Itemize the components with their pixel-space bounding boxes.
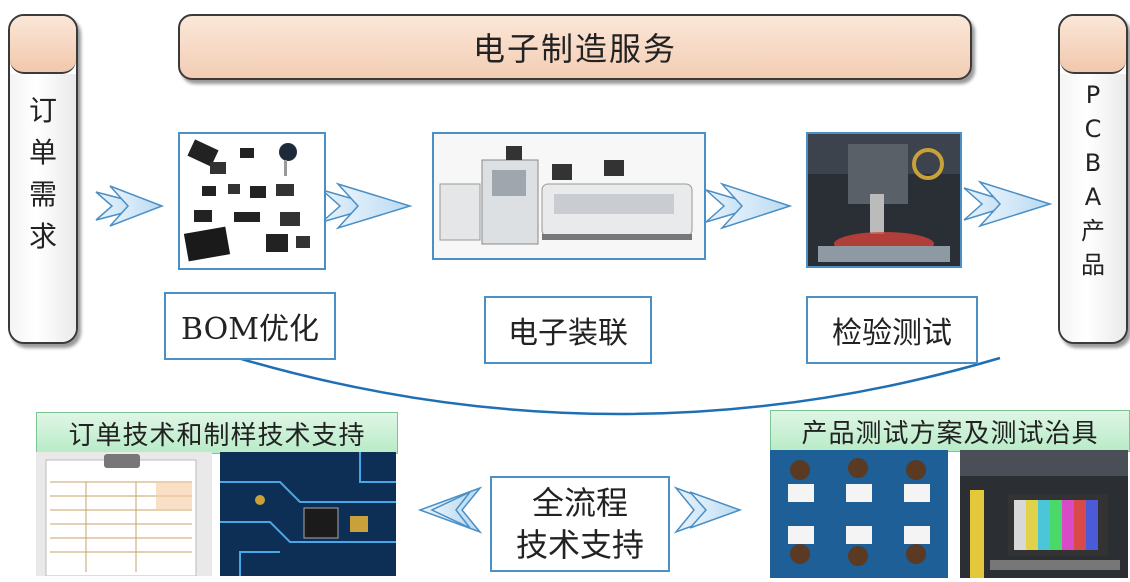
- circuit-icon: [220, 452, 396, 576]
- bottom-left-title: 订单技术和制样技术支持: [68, 420, 366, 451]
- pillar-cap: [1060, 16, 1126, 74]
- stage-label-testing: 检验测试: [806, 296, 978, 364]
- pillar-char: A: [1084, 183, 1102, 211]
- inspection-test-image: [806, 132, 962, 268]
- chip-icon: [180, 134, 324, 268]
- chevron-arrow-icon: [705, 182, 793, 230]
- center-line-1: 全流程: [531, 484, 628, 522]
- order-document-image: [36, 452, 212, 577]
- chevron-left-arrow-icon: [417, 486, 483, 534]
- order-demand-pillar: 订 单 需 求: [8, 14, 78, 344]
- pillar-cap: [10, 16, 76, 74]
- bottom-right-header: 产品测试方案及测试治具: [770, 410, 1130, 452]
- test-probe-icon: [808, 134, 960, 266]
- pillar-text: 订 单 需 求: [10, 74, 76, 342]
- circuit-board-image: [220, 452, 396, 576]
- bottom-right-title: 产品测试方案及测试治具: [801, 418, 1099, 449]
- chevron-arrow-icon: [963, 180, 1053, 228]
- test-fixture-image: [960, 450, 1128, 578]
- meeting-image: [770, 450, 948, 578]
- pillar-char: 订: [28, 94, 57, 127]
- pillar-char: C: [1084, 115, 1102, 143]
- pillar-char: 产: [1081, 217, 1105, 245]
- pillar-char: 单: [28, 136, 57, 169]
- smt-assembly-line-image: [432, 132, 706, 260]
- chevron-arrow-icon: [321, 182, 413, 230]
- bom-components-image: [178, 132, 326, 270]
- bottom-left-header: 订单技术和制样技术支持: [36, 412, 398, 454]
- banner-title: 电子制造服务: [472, 30, 677, 68]
- stage-label-text: BOM优化: [181, 312, 319, 347]
- chevron-arrow-icon: [95, 185, 165, 227]
- pcba-product-pillar: P C B A 产 品: [1058, 14, 1128, 344]
- meeting-icon: [770, 450, 948, 578]
- pillar-char: 求: [28, 220, 57, 253]
- full-process-support-box: 全流程 技术支持: [490, 476, 670, 572]
- test-fixture-icon: [960, 450, 1128, 578]
- stage-label-text: 电子装联: [508, 316, 628, 351]
- stage-label-assembly: 电子装联: [484, 296, 652, 364]
- stage-label-bom: BOM优化: [164, 292, 336, 360]
- document-icon: [36, 452, 212, 577]
- feedback-arc: [237, 356, 1001, 416]
- assembly-machine-icon: [434, 134, 704, 258]
- pillar-text: P C B A 产 品: [1060, 74, 1126, 342]
- pillar-char: 品: [1081, 251, 1105, 279]
- center-line-2: 技术支持: [515, 526, 644, 564]
- service-banner: 电子制造服务: [178, 14, 972, 80]
- pillar-char: 需: [28, 178, 57, 211]
- chevron-right-arrow-icon: [673, 486, 743, 534]
- stage-label-text: 检验测试: [832, 316, 952, 351]
- pillar-char: B: [1084, 149, 1102, 177]
- pillar-char: P: [1085, 81, 1101, 109]
